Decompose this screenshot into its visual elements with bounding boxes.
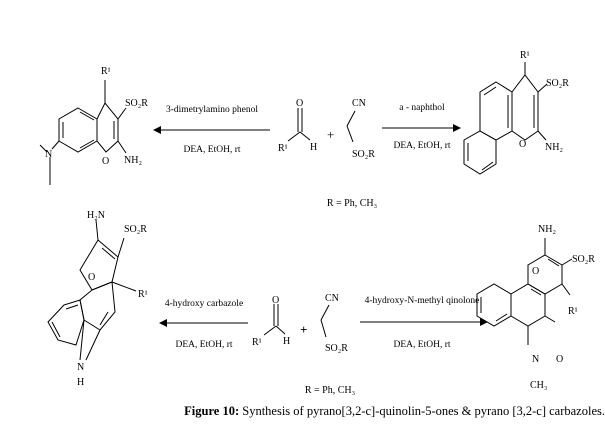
svg-text:CN: CN [325,293,339,304]
svg-text:SO₂R: SO₂R [124,224,147,235]
top-left-product: R¹ SO₂R O NH₂ N [39,66,148,185]
svg-text:R¹: R¹ [568,306,578,317]
svg-text:DEA, EtOH, rt: DEA, EtOH, rt [394,141,451,151]
figure-caption: Figure 10: Synthesis of pyrano[3,2-c]-qu… [0,404,605,419]
svg-text:R = Ph, CH₃: R = Ph, CH₃ [327,198,377,209]
naphthalene-ring-b [463,130,497,175]
svg-text:+: + [300,322,307,337]
svg-text:SO₂R: SO₂R [325,343,348,354]
sulfonylacetonitrile-reactant: CN SO₂R [346,98,375,160]
figure-label: Figure 10: [184,404,240,418]
bottom-left-product: H₂N SO₂R O R¹ N H [47,210,148,388]
caption-text: Synthesis of pyrano[3,2-c]-quinolin-5-on… [239,404,605,418]
svg-text:3-dimetrylamino phenol: 3-dimetrylamino phenol [166,105,258,115]
svg-text:R¹: R¹ [101,66,111,77]
aldehyde-reactant: O H R¹ [252,295,290,348]
svg-text:NH₂: NH₂ [124,155,142,166]
svg-text:N: N [77,362,84,373]
svg-text:R¹: R¹ [520,50,530,61]
pyran-ring [96,102,119,153]
svg-text:R = Ph, CH₃: R = Ph, CH₃ [305,385,355,396]
svg-text:O: O [102,156,109,167]
svg-text:CH₃: CH₃ [530,380,547,391]
svg-text:DEA, EtOH, rt: DEA, EtOH, rt [184,145,241,155]
benzene-ring [476,283,512,327]
carbazole-ring-c [79,281,116,331]
naphthalene-ring-a [479,81,513,141]
svg-text:SO₂R: SO₂R [352,149,375,160]
svg-text:N: N [532,354,539,365]
svg-text:O: O [272,295,279,306]
benzene-ring [58,107,98,153]
svg-text:4-hydroxy-N-methyl qinolone: 4-hydroxy-N-methyl qinolone [365,296,480,306]
svg-text:SO₂R: SO₂R [546,78,569,89]
svg-text:+: + [327,127,334,142]
svg-text:O: O [519,139,526,150]
svg-text:O: O [532,266,539,277]
svg-text:CN: CN [352,98,366,109]
svg-text:R¹: R¹ [138,289,148,300]
sulfonylacetonitrile-reactant: CN SO₂R [320,293,348,354]
bottom-right-product: NH₂ SO₂R O R¹ N O CH₃ [476,224,595,391]
svg-text:DEA, EtOH, rt: DEA, EtOH, rt [176,340,233,350]
svg-text:a - naphthol: a - naphthol [399,103,445,113]
top-right-product: R¹ SO₂R O NH₂ [463,50,569,175]
pyridone-ring [510,283,546,327]
svg-text:NH₂: NH₂ [538,224,556,235]
svg-text:DEA, EtOH, rt: DEA, EtOH, rt [394,340,451,350]
carbazole-ring-a [47,299,85,346]
svg-text:SO₂R: SO₂R [572,254,595,265]
svg-text:O: O [556,354,563,365]
aldehyde-reactant: O H R¹ [278,98,317,154]
svg-text:SO₂R: SO₂R [125,98,148,109]
svg-text:O: O [88,272,95,283]
svg-text:N: N [45,149,52,160]
svg-text:H₂N: H₂N [87,210,105,221]
svg-text:R¹: R¹ [278,143,288,154]
svg-text:H: H [77,377,84,388]
svg-text:H: H [283,336,290,347]
svg-text:R¹: R¹ [252,337,262,348]
svg-text:NH₂: NH₂ [545,142,563,153]
svg-text:4-hydroxy carbazole: 4-hydroxy carbazole [165,299,243,309]
svg-text:O: O [296,98,303,109]
svg-text:H: H [310,142,317,153]
